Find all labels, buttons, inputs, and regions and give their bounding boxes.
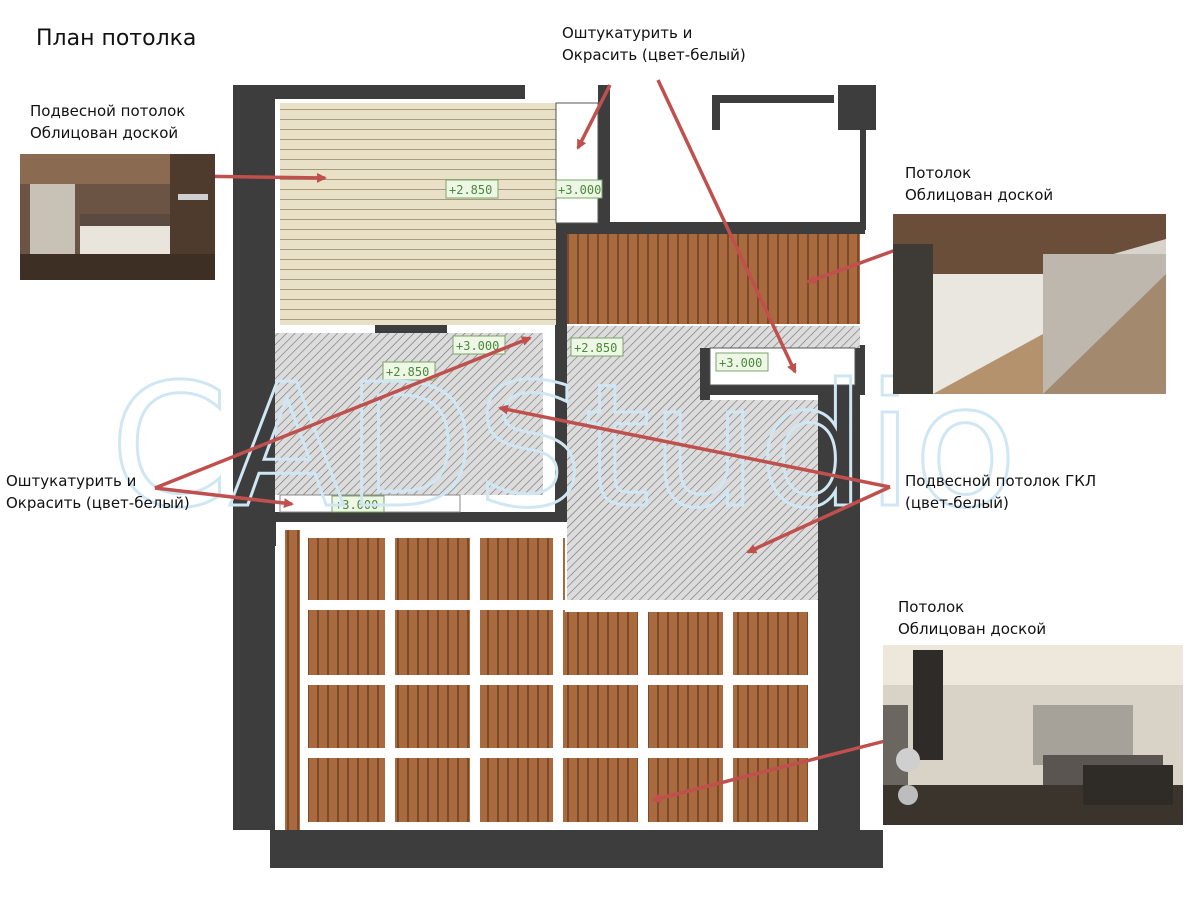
elevation-mark: +3.000 bbox=[719, 356, 762, 370]
page-title: План потолка bbox=[36, 26, 197, 51]
gkl-ceiling-strip bbox=[567, 326, 860, 348]
suspended-board-ceiling-area bbox=[280, 103, 556, 325]
elevation-mark: +3.000 bbox=[456, 339, 499, 353]
elevation-mark: +2.850 bbox=[574, 341, 617, 355]
gkl-ceiling-right-lower bbox=[700, 400, 818, 610]
ceiling-board-right-label: Потолок Облицован доской bbox=[905, 164, 1054, 204]
suspended-board-label: Подвесной потолок Облицован доской bbox=[30, 102, 186, 142]
plaster-left-label: Оштукатурить и Окрасить (цвет-белый) bbox=[6, 472, 190, 512]
plaster-top-label: Оштукатурить и Окрасить (цвет-белый) bbox=[562, 24, 746, 64]
board-ceiling-bottom-area bbox=[285, 530, 818, 830]
elevation-mark: +3.000 bbox=[558, 183, 601, 197]
corridor-photo bbox=[893, 214, 1166, 394]
bedroom-photo bbox=[20, 154, 215, 280]
elevation-mark: +3.000 bbox=[335, 498, 378, 512]
gkl-ceiling-label: Подвесной потолок ГКЛ (цвет-белый) bbox=[905, 472, 1097, 512]
living-room-photo bbox=[883, 645, 1183, 825]
elevation-mark: +2.850 bbox=[449, 183, 492, 197]
elevation-mark: +2.850 bbox=[386, 365, 429, 379]
ceiling-board-bottom-label: Потолок Облицован доской bbox=[898, 598, 1047, 638]
watermark: CADStudio bbox=[110, 348, 1017, 546]
gkl-ceiling-right-area bbox=[567, 348, 700, 610]
walls bbox=[233, 85, 883, 868]
